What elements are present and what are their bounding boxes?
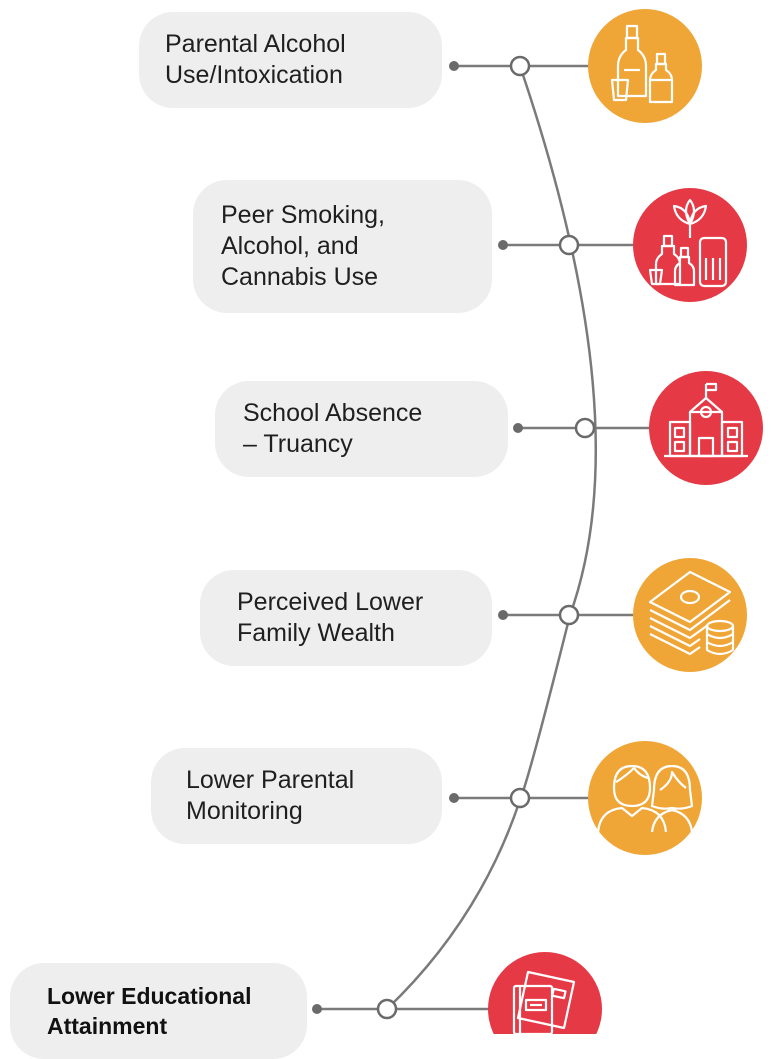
alcohol-bottles-icon xyxy=(588,9,702,123)
timeline-diagram xyxy=(312,9,763,1034)
parents-icon xyxy=(588,741,702,855)
curved-connector-line xyxy=(386,65,598,1010)
factor-pill-6: Lower Educational Attainment xyxy=(10,963,307,1059)
connector-row-1 xyxy=(449,55,590,77)
money-stack-coins-icon xyxy=(633,558,747,672)
connector-row-4 xyxy=(498,604,636,626)
connector-row-3 xyxy=(513,417,650,439)
factor-pill-1: Parental Alcohol Use/Intoxication xyxy=(139,12,442,108)
factor-pill-4: Perceived Lower Family Wealth xyxy=(200,570,492,666)
factor-pill-3: School Absence – Truancy xyxy=(215,381,508,477)
factor-label: Perceived Lower Family Wealth xyxy=(237,588,424,647)
school-building-icon xyxy=(649,371,763,485)
factor-label: Parental Alcohol Use/Intoxication xyxy=(165,30,346,89)
connector-row-5 xyxy=(449,787,590,809)
factor-pill-5: Lower Parental Monitoring xyxy=(151,748,442,844)
factor-label: Lower Educational Attainment xyxy=(47,983,252,1039)
notebooks-icon xyxy=(488,952,602,1034)
connector-row-6 xyxy=(312,998,490,1020)
factor-label: Lower Parental Monitoring xyxy=(186,766,355,825)
factor-label: School Absence – Truancy xyxy=(243,399,423,458)
factor-label: Peer Smoking, Alcohol, and Cannabis Use xyxy=(221,201,385,291)
plant-bottles-vape-icon xyxy=(633,188,747,302)
connector-row-2 xyxy=(498,234,636,256)
factor-pill-2: Peer Smoking, Alcohol, and Cannabis Use xyxy=(193,180,492,313)
